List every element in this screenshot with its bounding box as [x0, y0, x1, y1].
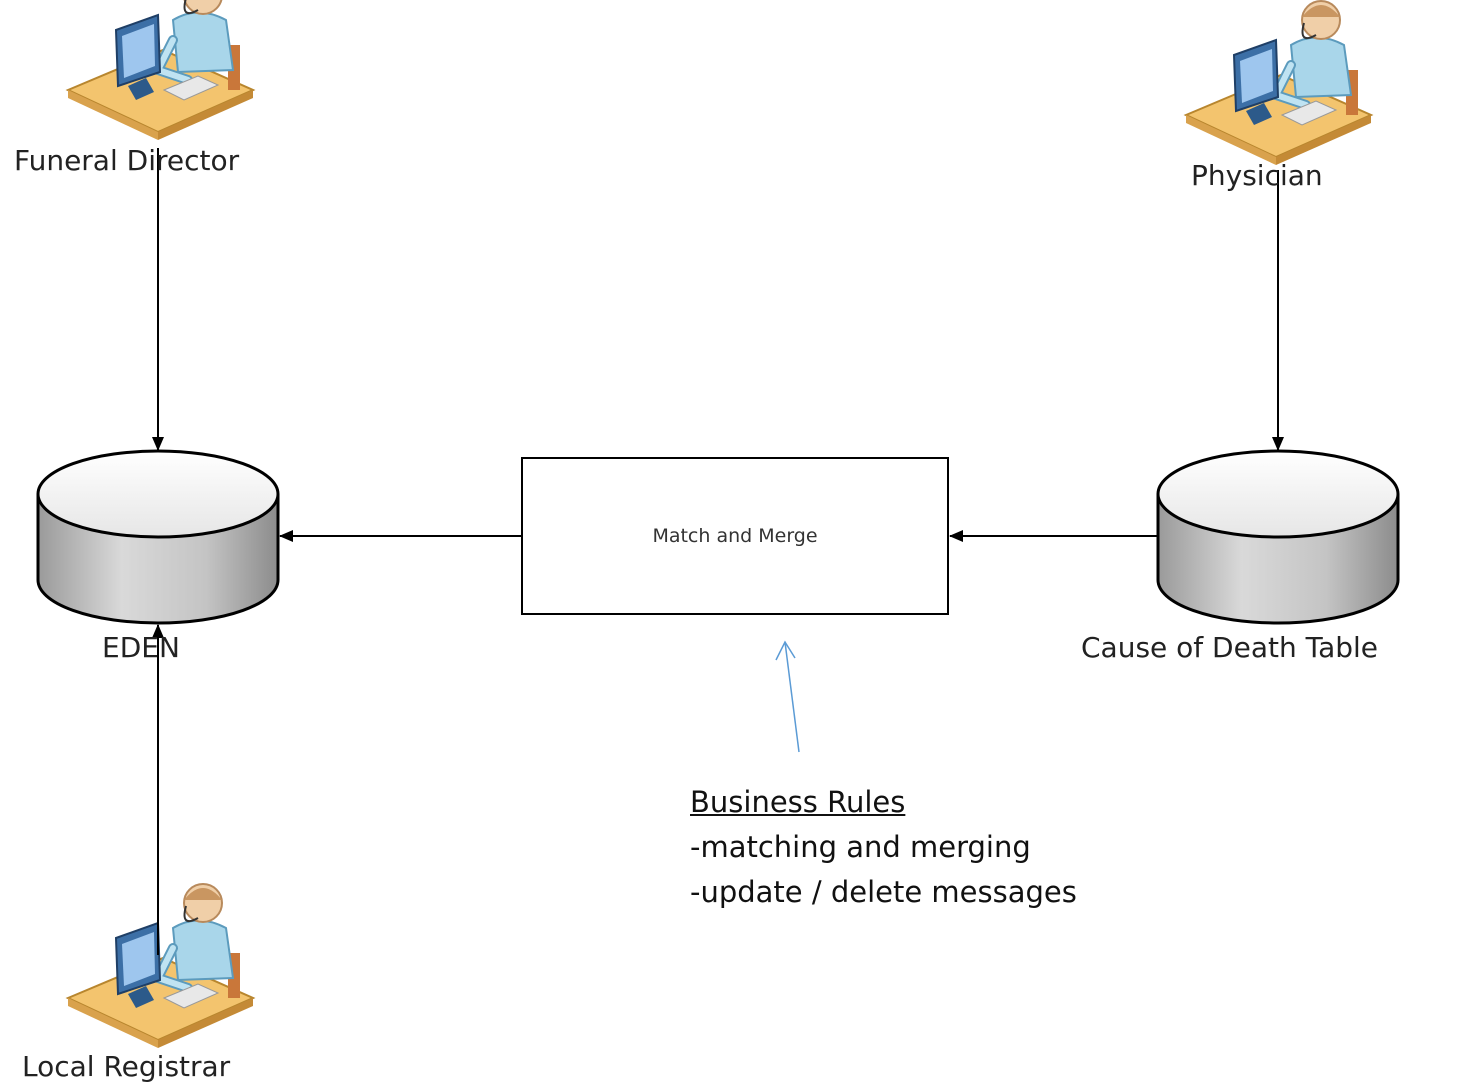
eden-label: EDEN [102, 631, 180, 664]
cause-of-death-datastore-icon [1156, 449, 1400, 625]
physician-label: Physician [1191, 159, 1323, 192]
funeral-director-icon [68, 0, 253, 140]
funeral-director-label: Funeral Director [14, 144, 240, 177]
business-rules-note: Business Rules -matching and merging -up… [690, 780, 1077, 915]
match-merge-label: Match and Merge [652, 525, 818, 547]
physician-icon [1186, 1, 1371, 165]
business-rule-item: -matching and merging [690, 830, 1031, 864]
business-rule-item: -update / delete messages [690, 875, 1077, 909]
local-registrar-label: Local Registrar [22, 1050, 231, 1083]
business-rules-title: Business Rules [690, 785, 906, 819]
match-merge-process-box [521, 457, 949, 615]
local-registrar-icon [68, 884, 253, 1048]
eden-datastore-icon [36, 449, 280, 625]
business-rules-annotation-arrow [775, 640, 800, 753]
cause-of-death-table-label: Cause of Death Table [1081, 631, 1379, 664]
